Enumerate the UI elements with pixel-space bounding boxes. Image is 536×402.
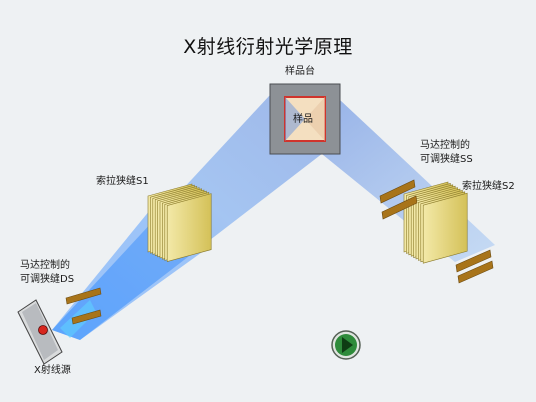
soller-plate: [166, 193, 212, 262]
soller-s2-label: 索拉狭缝S2: [462, 181, 515, 192]
sample-label: 样品: [293, 114, 313, 125]
sample-stage: [269, 83, 341, 155]
soller-plate: [422, 192, 468, 264]
ss-label-line1: 马达控制的: [420, 140, 470, 151]
xray-source-label: X射线源: [34, 365, 71, 376]
soller-s1-label: 索拉狭缝S1: [96, 176, 149, 187]
soller-slit-s2: [403, 181, 468, 264]
xray-emitter-icon: [38, 325, 48, 335]
xray-source: [17, 299, 63, 365]
soller-slit-s1: [147, 183, 212, 262]
play-icon: [342, 337, 353, 353]
receiving-slit: [455, 249, 494, 284]
page-title: X射线衍射光学原理: [183, 36, 353, 58]
ds-label-line2: 可调狭缝DS: [20, 274, 75, 285]
play-button[interactable]: [331, 330, 361, 360]
scatter-slit-ss: [379, 179, 418, 220]
divergence-slit-ds: [65, 287, 102, 325]
sample-stage-label: 样品台: [285, 66, 315, 77]
ss-label-line2: 可调狭缝SS: [420, 154, 473, 165]
ds-label-line1: 马达控制的: [20, 260, 70, 271]
